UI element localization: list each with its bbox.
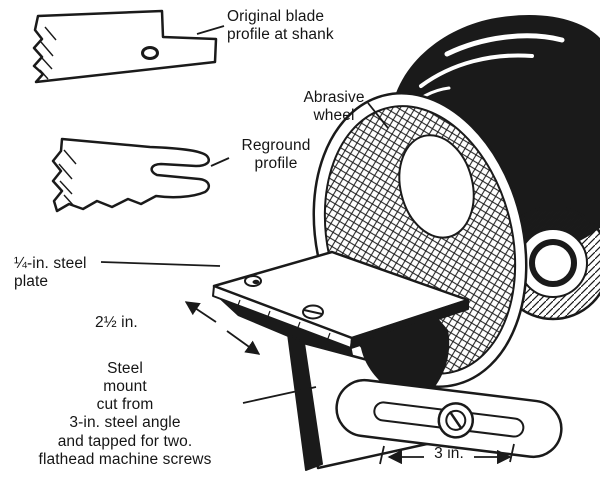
leader-reground: [210, 157, 230, 167]
dim-arm-tick-right: [509, 443, 515, 463]
dim-plate-arrow-upper: [184, 301, 217, 323]
blade-hole: [141, 46, 159, 60]
label-original-blade-profile: Original blade profile at shank: [227, 8, 334, 44]
dim-arm-tick-left: [379, 445, 385, 465]
label-plate-depth-dimension: 2½ in.: [95, 314, 138, 331]
bracket-edge-shading: [287, 333, 323, 471]
wheel-shadow: [360, 316, 450, 396]
label-steel-mount: Steel mount cut from 3-in. steel angle a…: [38, 360, 212, 468]
leader-lines: [100, 25, 389, 404]
steel-plate-drawing: [212, 250, 470, 360]
grinder-motor-drawing: [390, 14, 600, 263]
leader-abrasive-wheel: [367, 102, 389, 129]
blade-profile-reground-drawing: [51, 137, 211, 213]
slotted-arm-drawing: [335, 378, 563, 459]
label-reground-profile: Reground profile: [241, 137, 311, 173]
label-abrasive-wheel: Abrasive wheel: [303, 89, 365, 125]
leader-steel-plate: [100, 261, 221, 267]
dimension-lines: [184, 301, 515, 465]
leader-steel-mount: [242, 386, 317, 404]
label-arm-slot-dimension: 3 in.: [434, 445, 464, 462]
leader-original-blade: [196, 25, 225, 35]
blade-profile-original-drawing: [32, 9, 218, 84]
dim-plate-arrow-lower: [226, 330, 261, 355]
label-steel-plate: ¼-in. steel plate: [14, 255, 87, 291]
